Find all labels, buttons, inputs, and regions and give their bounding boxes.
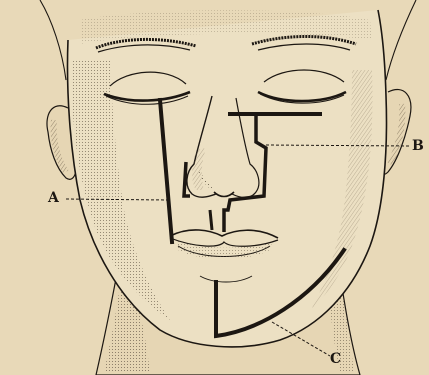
bar-lip <box>210 210 212 230</box>
hair-line-left <box>40 0 66 80</box>
hair-line-right <box>386 0 416 80</box>
label-a: A <box>48 191 59 205</box>
label-b: B <box>412 139 424 153</box>
label-c: C <box>330 352 341 366</box>
